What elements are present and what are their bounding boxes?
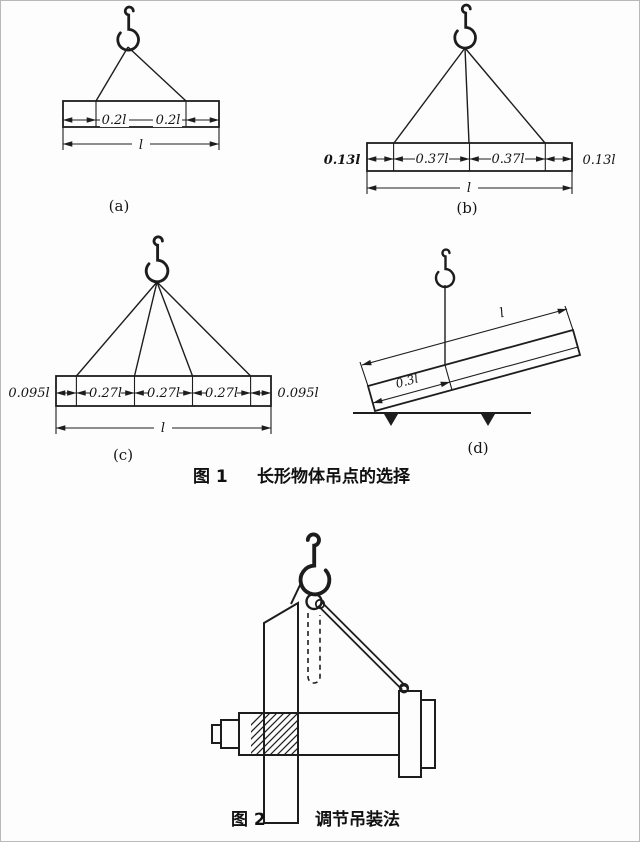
subfigure-b: 0.13l 0.37l 0.37l 0.13l l (b) (324, 3, 616, 217)
crane-hook-icon (434, 248, 456, 289)
dim-b-end-right: 0.13l (582, 153, 615, 168)
hatching (251, 713, 297, 755)
adjusting-turnbuckle (314, 598, 410, 694)
dim-c-seg1: 0.27l (89, 386, 122, 401)
figure2-caption-number: 图 2 (231, 810, 266, 830)
dim-a-left: 0.2l (102, 113, 127, 128)
figure2-caption: 图 2 调节吊装法 (231, 809, 400, 830)
lifting-ring (305, 592, 323, 611)
subfigure-c-label: (c) (113, 446, 133, 464)
subfigure-a: 0.2l 0.2l l (a) (62, 5, 220, 215)
dim-b-end-left: 0.13l (324, 153, 361, 168)
support-triangle (384, 414, 398, 426)
dim-c-end-right: 0.095l (277, 386, 318, 401)
subfigure-d-label: (d) (467, 439, 488, 457)
dim-c-seg3: 0.27l (205, 386, 238, 401)
figure1-caption-number: 图 1 (193, 467, 228, 487)
crane-hook-icon (298, 532, 332, 597)
dim-c-total-length: l (161, 421, 165, 436)
figure2-caption-title: 调节吊装法 (315, 809, 400, 830)
sling-lines (393, 47, 546, 144)
figure1-caption: 图 1 长形物体吊点的选择 (193, 466, 411, 487)
subfigure-c: 0.095l 0.27l 0.27l 0.27l 0.095l l (c) (8, 235, 319, 464)
crane-hook-icon (116, 5, 140, 52)
figure1-caption-title: 长形物体吊点的选择 (257, 466, 411, 487)
slack-chain (307, 613, 321, 684)
vertical-post (263, 601, 299, 824)
dimension-lines (359, 305, 579, 404)
sling-lines (95, 46, 187, 102)
dim-a-total-length: l (139, 138, 143, 153)
dim-a-right: 0.2l (156, 113, 181, 128)
dim-b-mid-left: 0.37l (415, 152, 448, 167)
crane-hook-icon (144, 235, 170, 284)
inclined-beam (366, 328, 582, 413)
crane-hook-icon (453, 3, 477, 50)
sling-lines (75, 281, 252, 377)
subfigure-a-label: (a) (109, 197, 130, 215)
dim-d-offset: 0.3l (394, 371, 420, 391)
beam (62, 100, 220, 128)
shaft-assembly (211, 690, 436, 778)
dim-b-mid-right: 0.37l (491, 152, 524, 167)
flange-pin (399, 684, 409, 694)
support-triangle (481, 414, 495, 426)
subfigure-d: l 0.3l (d) (353, 248, 582, 457)
figure2-diagram (211, 532, 436, 824)
dim-c-seg2: 0.27l (147, 386, 180, 401)
dim-d-length: l (498, 306, 506, 322)
lifting-lug (290, 582, 302, 605)
dim-c-end-left: 0.095l (8, 386, 49, 401)
subfigure-b-label: (b) (456, 199, 477, 217)
dim-b-total-length: l (467, 181, 471, 196)
